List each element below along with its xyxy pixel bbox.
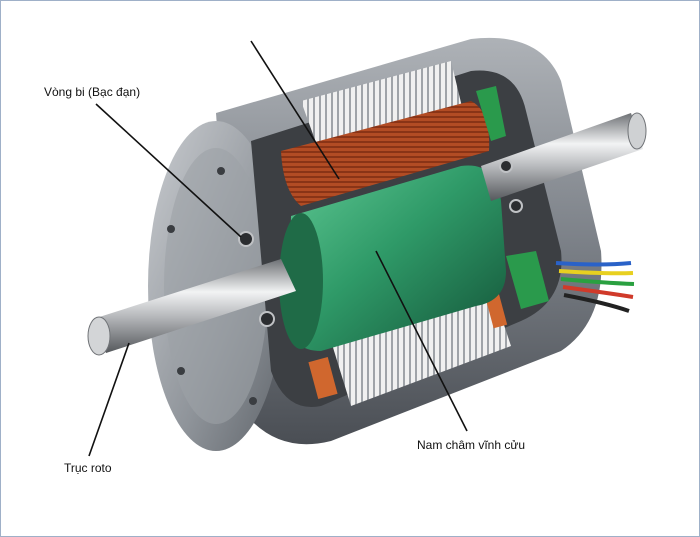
- ball-bearings: [238, 159, 523, 327]
- leader-line-winding: [250, 40, 340, 180]
- label-rotor-shaft: Trục roto: [64, 461, 112, 475]
- label-permanent-magnet: Nam châm vĩnh cửu: [417, 438, 526, 452]
- leader-line-shaft: [88, 342, 130, 457]
- label-bearing: Vòng bi (Bạc đạn): [44, 85, 141, 99]
- leader-line-bearing: [95, 103, 242, 238]
- leader-lines: [88, 40, 468, 457]
- rotor-shaft: [87, 112, 647, 356]
- rotor-permanent-magnet: [279, 165, 506, 351]
- leader-line-magnet: [375, 250, 468, 432]
- lead-wires: [555, 261, 635, 313]
